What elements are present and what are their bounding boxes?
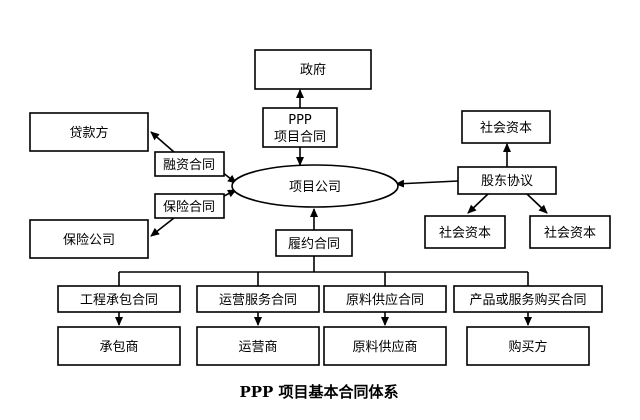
node-government: 政府: [254, 49, 372, 90]
financing-contract-label: 融资合同: [163, 158, 215, 173]
node-social-capital-left: 社会资本: [424, 215, 506, 249]
node-performance-contract: 履约合同: [275, 229, 353, 257]
arrow-insurance-to-insurer: [150, 217, 175, 237]
government-label: 政府: [300, 63, 326, 78]
node-project-company: 项目公司: [231, 164, 399, 208]
node-ppp-contract: PPP 项目合同: [262, 107, 338, 148]
node-operation-contract: 运营服务合同: [196, 285, 320, 313]
contractor-label: 承包商: [99, 340, 138, 355]
arrow-financing-to-lender: [150, 131, 175, 153]
node-social-capital-right: 社会资本: [529, 215, 611, 249]
node-purchase-contract: 产品或服务购买合同: [453, 285, 603, 313]
node-supply-contract: 原料供应合同: [323, 285, 447, 313]
lender-label: 贷款方: [69, 125, 108, 141]
node-social-capital-top: 社会资本: [461, 110, 551, 144]
shareholder-agreement-label: 股东协议: [481, 174, 533, 189]
node-shareholder-agreement: 股东协议: [457, 166, 557, 195]
operation-contract-label: 运营服务合同: [219, 292, 297, 308]
connectors: [115, 89, 548, 326]
arrow-shareholder-to-company: [395, 179, 459, 188]
insurance-company-label: 保险公司: [63, 233, 115, 248]
project-company-label: 项目公司: [289, 180, 341, 195]
ppp-contract-label-line1: PPP: [288, 113, 312, 128]
ppp-contract-label-line2: 项目合同: [274, 130, 326, 145]
node-insurance-contract: 保险合同: [154, 193, 225, 219]
node-purchaser: 购买方: [466, 326, 590, 366]
node-insurance-company: 保险公司: [29, 219, 149, 259]
engineering-contract-label: 工程承包合同: [80, 293, 158, 308]
supplier-label: 原料供应商: [352, 339, 417, 355]
performance-contract-label: 履约合同: [288, 237, 340, 252]
supply-contract-label: 原料供应合同: [346, 292, 424, 308]
node-financing-contract: 融资合同: [154, 151, 225, 177]
social-capital-right-label: 社会资本: [544, 225, 596, 241]
arrow-shareholder-to-capital-left: [467, 193, 489, 214]
social-capital-top-label: 社会资本: [480, 120, 532, 136]
node-contractor: 承包商: [57, 326, 181, 366]
purchaser-label: 购买方: [508, 339, 547, 355]
purchase-contract-label: 产品或服务购买合同: [469, 292, 586, 308]
node-operator: 运营商: [196, 326, 320, 366]
insurance-contract-label: 保险合同: [163, 200, 215, 215]
social-capital-left-label: 社会资本: [439, 225, 491, 241]
node-supplier: 原料供应商: [323, 326, 447, 366]
operator-label: 运营商: [238, 340, 277, 355]
node-lender: 贷款方: [29, 112, 149, 152]
diagram-caption: PPP 项目基本合同体系: [239, 383, 398, 401]
arrow-shareholder-to-capital-right: [526, 193, 548, 214]
node-engineering-contract: 工程承包合同: [57, 285, 181, 313]
